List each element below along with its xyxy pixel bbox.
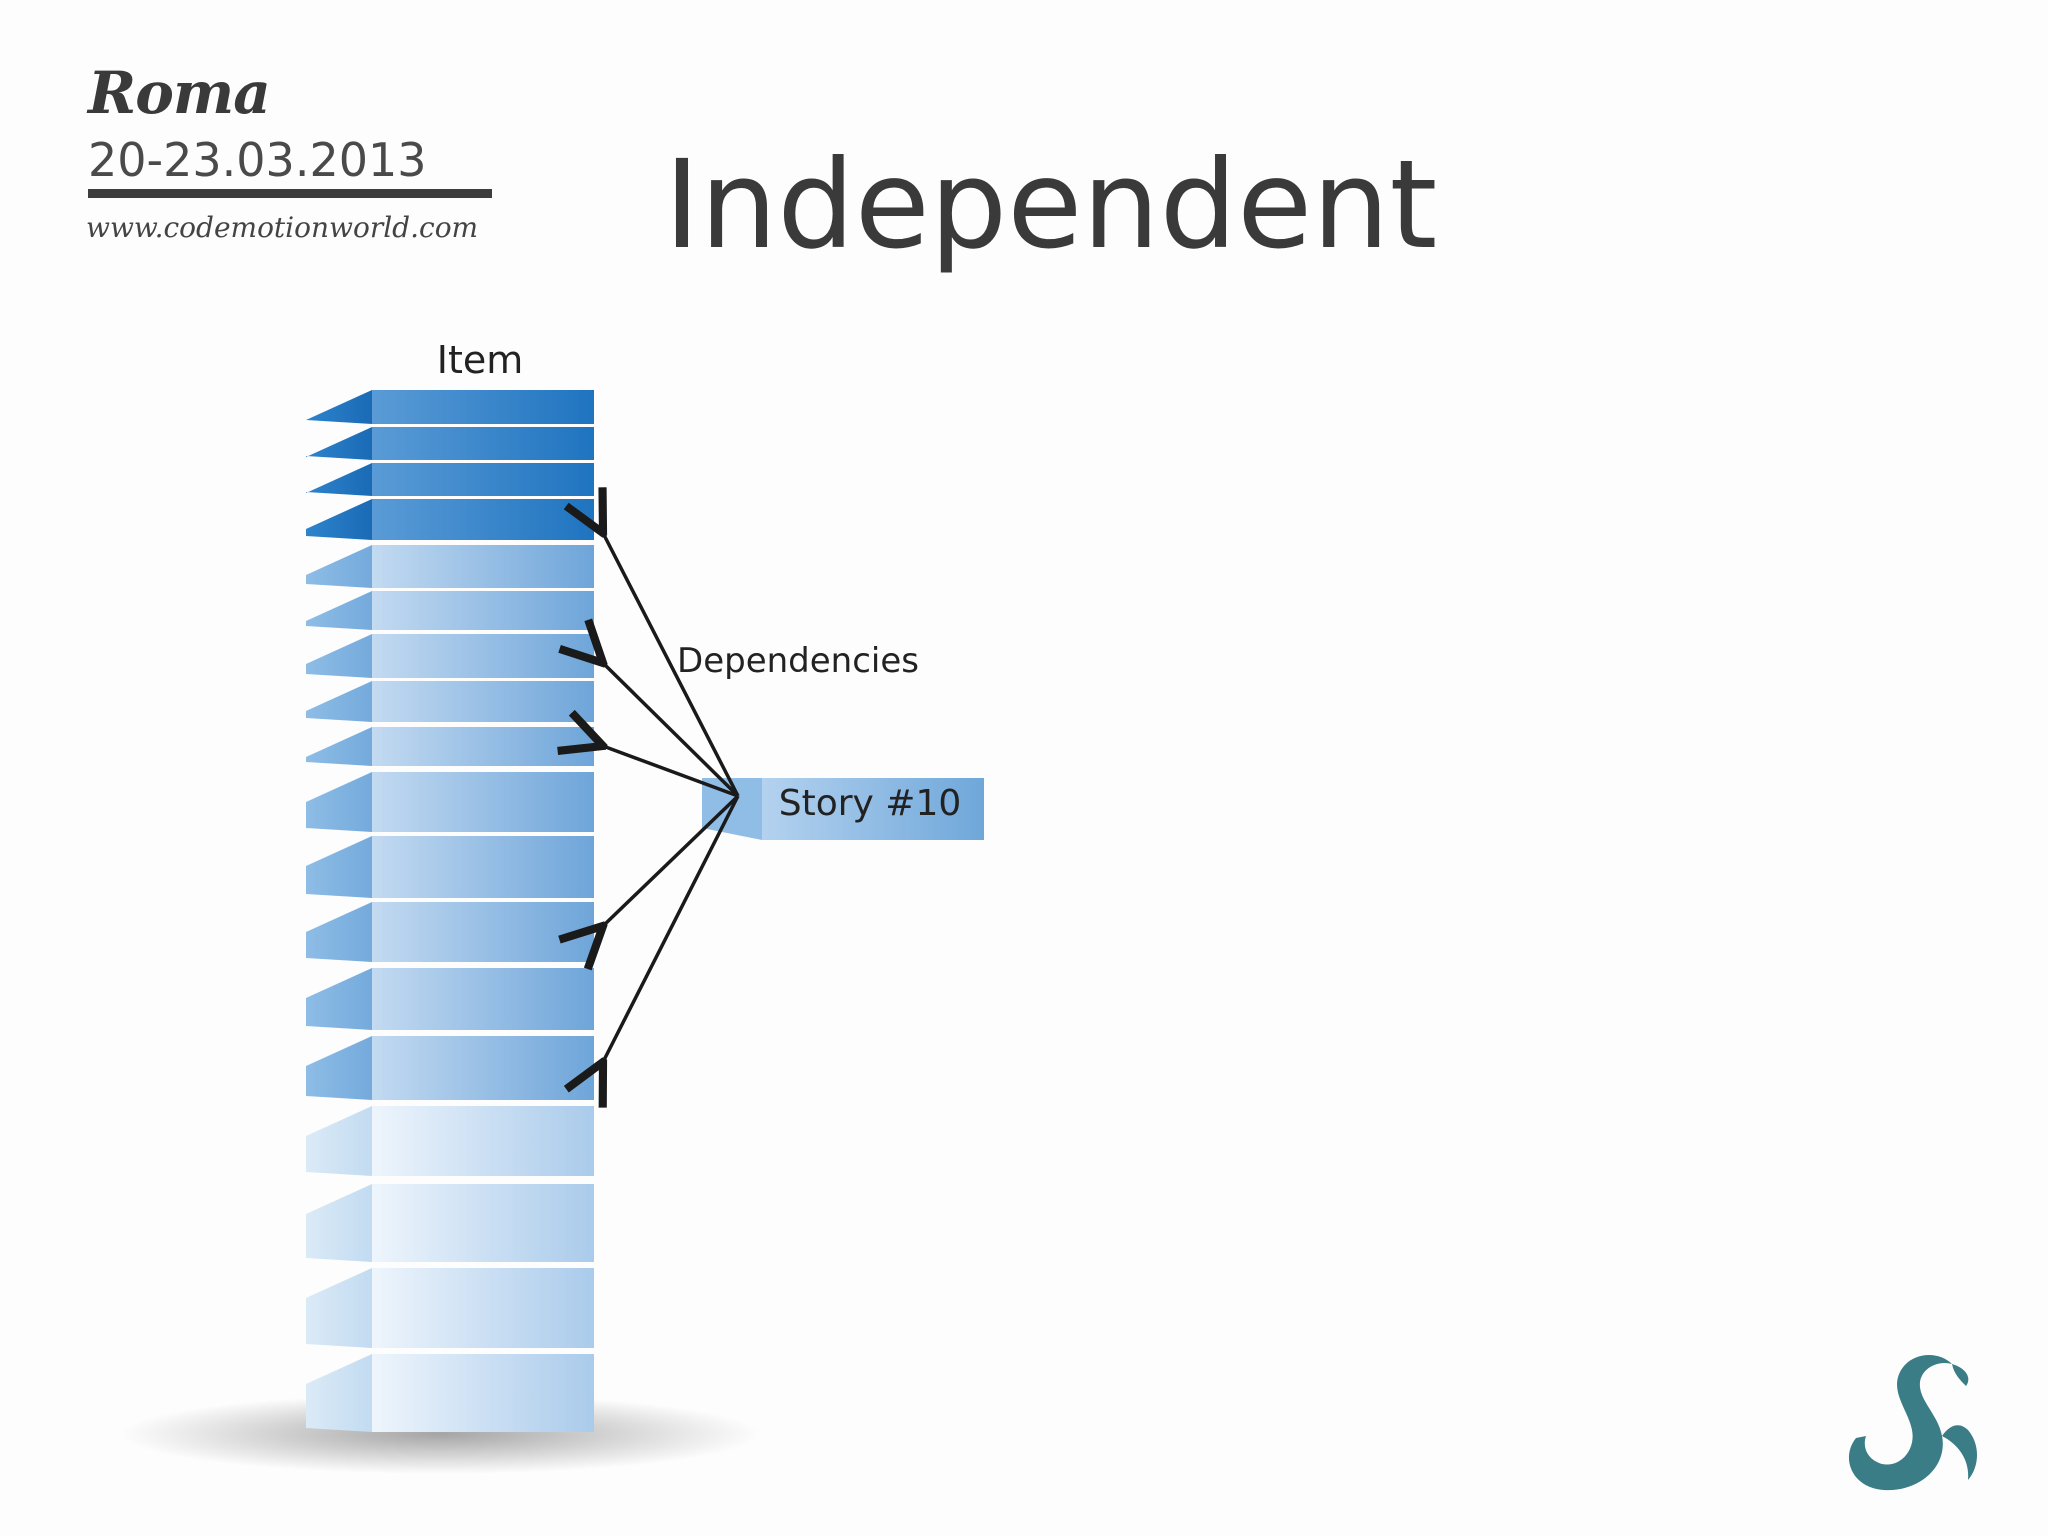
backlog-item-side	[306, 499, 372, 540]
backlog-item-front	[372, 727, 594, 766]
backlog-item-side	[306, 681, 372, 722]
backlog-item	[306, 1354, 594, 1432]
backlog-item-front	[372, 681, 594, 722]
backlog-item-front	[372, 427, 594, 460]
backlog-item	[306, 727, 594, 766]
backlog-item	[306, 968, 594, 1030]
dependency-arrows	[603, 533, 740, 1062]
backlog-item-side	[306, 591, 372, 630]
dependency-arrow	[603, 533, 740, 797]
backlog-item	[306, 1184, 594, 1262]
backlog-item	[306, 634, 594, 678]
backlog-item	[306, 463, 594, 496]
backlog-item-side	[306, 1036, 372, 1100]
backlog-item	[306, 545, 594, 588]
stack-label: Item	[437, 338, 524, 382]
backlog-item-front	[372, 1268, 594, 1348]
backlog-item-side	[306, 902, 372, 962]
backlog-stack	[306, 390, 594, 1432]
backlog-item-front	[372, 1354, 594, 1432]
event-city: Roma	[88, 59, 271, 127]
backlog-item-side	[306, 1268, 372, 1348]
dependencies-label: Dependencies	[677, 641, 919, 681]
event-logo: Roma 20-23.03.2013 www.codemotionworld.c…	[86, 58, 496, 258]
event-url: www.codemotionworld.com	[86, 211, 479, 244]
backlog-item-side	[306, 390, 372, 424]
backlog-item	[306, 1106, 594, 1176]
dependency-arrow	[603, 794, 740, 926]
backlog-item-side	[306, 1184, 372, 1262]
story-card: Story #10	[702, 778, 984, 840]
backlog-item	[306, 427, 594, 460]
backlog-item-side	[306, 463, 372, 496]
backlog-item-front	[372, 836, 594, 898]
backlog-item-side	[306, 1106, 372, 1176]
backlog-item-front	[372, 499, 594, 540]
backlog-item-front	[372, 772, 594, 832]
backlog-item-front	[372, 1106, 594, 1176]
backlog-item	[306, 772, 594, 832]
backlog-item-front	[372, 463, 594, 496]
backlog-item-front	[372, 591, 594, 630]
backlog-item-side	[306, 772, 372, 832]
story-label: Story #10	[779, 783, 962, 824]
backlog-item-front	[372, 390, 594, 424]
backlog-item	[306, 681, 594, 722]
event-dates: 20-23.03.2013	[88, 133, 427, 187]
dependency-arrow	[603, 746, 739, 798]
backlog-item	[306, 1036, 594, 1100]
event-divider	[88, 189, 492, 198]
backlog-item-side	[306, 1354, 372, 1432]
backlog-item-side	[306, 727, 372, 766]
backlog-item	[306, 390, 594, 424]
dependency-arrow	[603, 663, 740, 798]
backlog-item-side	[306, 545, 372, 588]
backlog-item	[306, 836, 594, 898]
backlog-item	[306, 591, 594, 630]
backlog-item	[306, 1268, 594, 1348]
slide-title: Independent	[664, 134, 1438, 276]
backlog-item-side	[306, 836, 372, 898]
backlog-item-front	[372, 902, 594, 962]
dependency-arrow	[603, 795, 740, 1062]
stack-shadow	[120, 1394, 760, 1474]
backlog-item-side	[306, 634, 372, 678]
backlog-item	[306, 902, 594, 962]
backlog-item-front	[372, 545, 594, 588]
backlog-item-side	[306, 427, 372, 460]
backlog-item-front	[372, 1036, 594, 1100]
backlog-item-front	[372, 1184, 594, 1262]
backlog-item-front	[372, 968, 594, 1030]
backlog-item-side	[306, 968, 372, 1030]
backlog-item	[306, 499, 594, 540]
teal-swirl-logo-icon	[1848, 1354, 1977, 1491]
backlog-item-front	[372, 634, 594, 678]
